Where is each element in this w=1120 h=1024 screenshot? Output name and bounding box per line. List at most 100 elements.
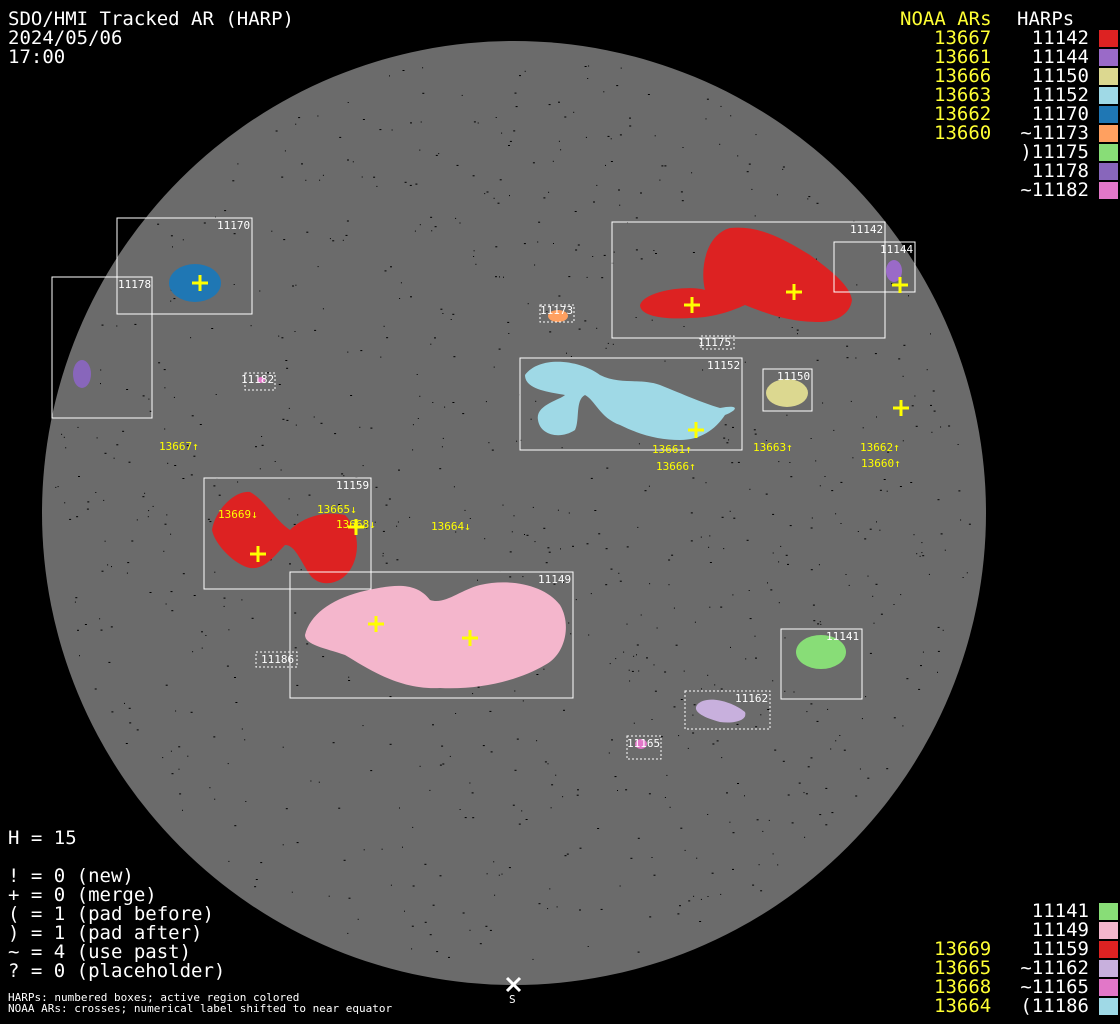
region-11150 [766, 379, 808, 407]
legend-color-swatch [1099, 144, 1118, 161]
legend-color-swatch [1099, 106, 1118, 123]
harp-box-11182 [244, 372, 276, 391]
region-11165 [635, 739, 647, 749]
legend-noaa-id: 13667 [934, 27, 992, 49]
solar-disk [42, 41, 986, 985]
harp-label: 11175 [698, 336, 731, 349]
harp-label: 11173 [540, 304, 573, 317]
harp-box-11186 [255, 651, 298, 668]
region-11149 [305, 582, 566, 689]
legend-noaa-id: 13666 [934, 65, 992, 87]
noaa-crosses [192, 275, 909, 646]
harp-box-11178 [51, 276, 153, 419]
noaa-label: 13663↑ [753, 441, 793, 454]
harp-box-11142 [611, 221, 886, 339]
legend-noaa-id: 13664 [934, 995, 992, 1017]
legend-color-swatch [1099, 922, 1118, 939]
legend-color-swatch [1099, 30, 1118, 47]
noaa-label: 13661↑ [652, 443, 692, 456]
legend-noaa-id: 13669 [934, 938, 992, 960]
legend-harp-id: ~11165 [1020, 976, 1089, 998]
harp-box-11165 [626, 735, 662, 760]
legend-noaa-id: 13663 [934, 84, 992, 106]
caption-line-2: NOAA ARs: crosses; numerical label shift… [8, 1002, 393, 1015]
noaa-label: 13666↑ [656, 460, 696, 473]
legend-color-swatch [1099, 182, 1118, 199]
harp-box-11162 [684, 690, 771, 730]
legend-harp-id: ~11173 [1020, 122, 1089, 144]
legend-harp-heading: HARPs [1017, 8, 1075, 30]
legend-noaa-heading: NOAA ARs [900, 8, 992, 30]
legend-noaa-id: 13662 [934, 103, 992, 125]
harp-label: 11178 [118, 278, 151, 291]
region-11141 [796, 635, 846, 669]
noaa-label: 13665↓ [317, 503, 357, 516]
legend-noaa-id: 13660 [934, 122, 992, 144]
region-11173 [548, 310, 568, 322]
legend-harp-id: 11141 [1031, 900, 1089, 922]
observation-date: 2024/05/06 [8, 27, 123, 49]
noaa-label: 13664↓ [431, 520, 471, 533]
stat-line: + = 0 (merge) [8, 884, 157, 906]
noaa-label: 13668↓ [336, 518, 376, 531]
legend-harp-id: ~11162 [1020, 957, 1089, 979]
harp-label: 11159 [336, 479, 369, 492]
legend-color-swatch [1099, 960, 1118, 977]
legend-noaa-id: 13661 [934, 46, 992, 68]
legend-harp-id: ~11182 [1020, 179, 1089, 201]
legend-harp-id: 11149 [1031, 919, 1089, 941]
legend-harp-id: 11152 [1031, 84, 1089, 106]
south-label: S [509, 993, 516, 1006]
legend-color-swatch [1099, 163, 1118, 180]
region-11144 [886, 260, 902, 282]
region-11182 [257, 377, 265, 383]
stat-line: ? = 0 (placeholder) [8, 960, 226, 982]
legend-color-swatch [1099, 903, 1118, 920]
harp-label: 11152 [707, 359, 740, 372]
noaa-label: 13662↑ [860, 441, 900, 454]
region-11159 [212, 491, 357, 584]
legend-harp-id: 11144 [1031, 46, 1089, 68]
legend-color-swatch [1099, 125, 1118, 142]
noaa-label: 13669↓ [218, 508, 258, 521]
harp-box-11175 [700, 335, 735, 350]
harp-label: 11162 [735, 692, 768, 705]
legend-harp-id: 11150 [1031, 65, 1089, 87]
harp-box-11149 [289, 571, 574, 699]
legend-harp-id: 11142 [1031, 27, 1089, 49]
harp-label: 11142 [850, 223, 883, 236]
harp-label: 11182 [241, 373, 274, 386]
harp-box-11159 [203, 477, 372, 590]
region-11178 [73, 360, 91, 388]
legend-color-swatch [1099, 998, 1118, 1015]
chart-title: SDO/HMI Tracked AR (HARP) [8, 8, 294, 30]
legend-harp-id: )11175 [1020, 141, 1089, 163]
stat-line: ( = 1 (pad before) [8, 903, 214, 925]
harp-label: 11150 [777, 370, 810, 383]
legend-harp-id: 11170 [1031, 103, 1089, 125]
legend-color-swatch [1099, 941, 1118, 958]
harp-box-11152 [519, 357, 743, 451]
harp-box-11141 [780, 628, 863, 700]
harp-box-11173 [539, 304, 575, 323]
harp-label: 11149 [538, 573, 571, 586]
harp-label: 11144 [880, 243, 913, 256]
legend-color-swatch [1099, 87, 1118, 104]
harp-box-11144 [833, 241, 916, 293]
harp-label: 11165 [627, 737, 660, 750]
harp-count: H = 15 [8, 827, 77, 849]
region-11152 [525, 361, 735, 440]
legend-harp-id: 11159 [1031, 938, 1089, 960]
legend-color-swatch [1099, 68, 1118, 85]
stat-line: ) = 1 (pad after) [8, 922, 203, 944]
harp-label: 11186 [261, 653, 294, 666]
legend-harp-id: 11178 [1031, 160, 1089, 182]
stat-line: ! = 0 (new) [8, 865, 134, 887]
noaa-label: 13667↑ [159, 440, 199, 453]
legend-noaa-id: 13668 [934, 976, 992, 998]
caption-line-1: HARPs: numbered boxes; active region col… [8, 991, 300, 1004]
south-pole-marker [505, 976, 522, 993]
harp-box-11150 [762, 368, 813, 412]
legend-noaa-id: 13665 [934, 957, 992, 979]
